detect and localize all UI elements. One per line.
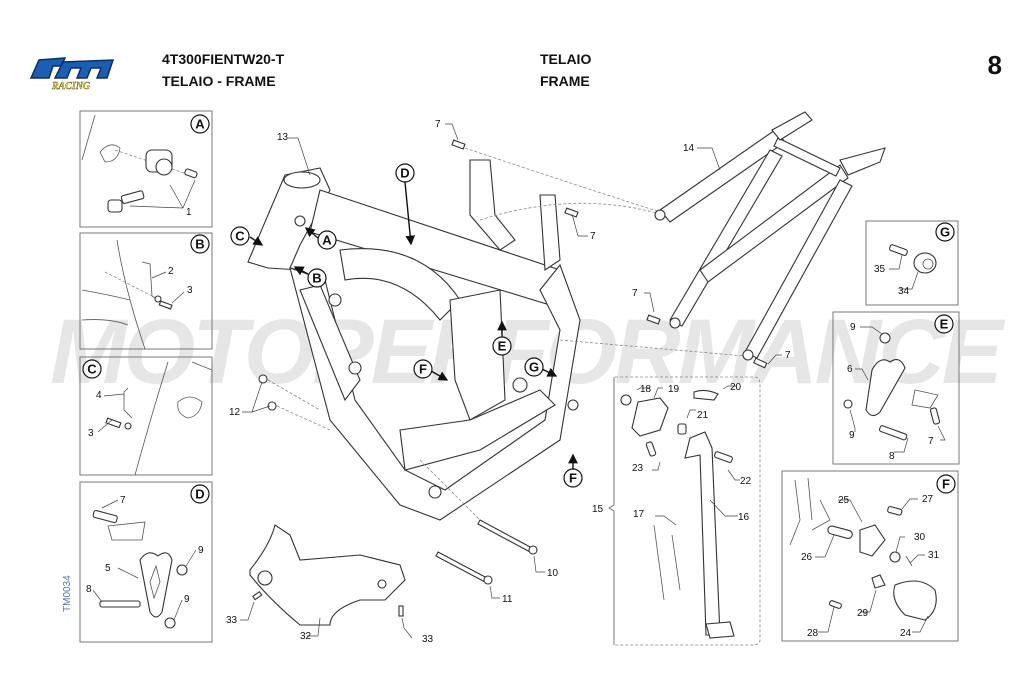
callout-6: 6	[847, 364, 853, 375]
callout-20: 20	[730, 382, 742, 393]
callout-9: 9	[198, 545, 204, 556]
side-stand-group: 15 18 19 20 21 22 23 16 17	[592, 376, 761, 646]
tm-racing-logo: RACING	[25, 52, 117, 94]
callout-7: 7	[120, 495, 126, 506]
callout-12: 12	[229, 407, 241, 418]
callout-7-sub-2: 7	[785, 350, 791, 361]
marker-c: C	[235, 229, 245, 244]
callout-8: 8	[86, 584, 92, 595]
page-number: 8	[987, 50, 1002, 80]
callout-7-sub-1: 7	[632, 288, 638, 299]
view-markers: C A B D E F G F	[230, 163, 583, 488]
callout-1: 1	[186, 207, 192, 218]
callout-4: 4	[96, 390, 102, 401]
marker-e: E	[498, 339, 507, 354]
svg-text:RACING: RACING	[51, 81, 91, 92]
callout-27: 27	[922, 494, 934, 505]
detail-g-label: G	[940, 225, 950, 240]
callout-34: 34	[898, 286, 910, 297]
detail-b-label: B	[195, 237, 204, 252]
marker-g: G	[529, 360, 539, 375]
marker-b: B	[312, 271, 321, 286]
callout-29: 29	[857, 608, 869, 619]
callout-26: 26	[801, 552, 813, 563]
detail-box-g: G 35 34	[865, 220, 959, 306]
callout-35: 35	[874, 264, 886, 275]
callout-2: 2	[168, 266, 174, 277]
callout-11: 11	[502, 594, 513, 605]
callout-14: 14	[683, 143, 695, 154]
callout-22: 22	[740, 476, 752, 487]
section-title-it: TELAIO	[540, 51, 592, 67]
marker-f: F	[419, 362, 427, 377]
main-frame: 13 7 7 12 10 11 33 32 33	[226, 119, 746, 645]
callout-32: 32	[300, 631, 312, 642]
callout-9-e2: 9	[849, 430, 855, 441]
callout-21: 21	[697, 410, 709, 421]
section-title: TELAIO - FRAME	[162, 73, 276, 89]
callout-33-right: 33	[422, 634, 434, 645]
marker-a: A	[322, 233, 332, 248]
header-section: TELAIO FRAME	[540, 48, 591, 92]
callout-15: 15	[592, 504, 604, 515]
callout-28: 28	[807, 628, 819, 639]
callout-24: 24	[900, 628, 912, 639]
callout-9-e1: 9	[850, 322, 856, 333]
section-title-en: FRAME	[540, 73, 590, 89]
callout-19: 19	[668, 384, 680, 395]
model-code: 4T300FIENTW20-T	[162, 51, 285, 67]
detail-d-label: D	[195, 487, 204, 502]
callout-7-top-2: 7	[590, 231, 596, 242]
detail-box-d: 7 5 9 8 9	[79, 481, 213, 643]
subframe: 14 7 7	[632, 111, 886, 369]
callout-8-e: 8	[889, 451, 895, 462]
callout-30: 30	[914, 532, 926, 543]
callout-9b: 9	[184, 594, 190, 605]
detail-c-label: C	[87, 362, 97, 377]
header-model: 4T300FIENTW20-T TELAIO - FRAME	[162, 48, 284, 92]
callout-16: 16	[738, 512, 750, 523]
callout-33-left: 33	[226, 615, 238, 626]
detail-box-c: 4 3	[79, 356, 213, 476]
marker-d: D	[400, 166, 409, 181]
callout-7-e: 7	[928, 436, 934, 447]
callout-31: 31	[928, 550, 940, 561]
detail-box-a: 1	[79, 110, 213, 228]
callout-13: 13	[277, 132, 289, 143]
detail-e-label: E	[940, 317, 949, 332]
callout-25: 25	[838, 495, 850, 506]
detail-box-e: E 9 6 9 8 7	[832, 311, 960, 465]
marker-f2: F	[569, 471, 577, 486]
detail-a-label: A	[195, 117, 205, 132]
detail-box-f: F 25 27 26 30 31 29 28 24	[781, 470, 959, 642]
callout-17: 17	[633, 509, 645, 520]
callout-18: 18	[640, 384, 652, 395]
callout-5: 5	[105, 563, 111, 574]
callout-3b: 3	[88, 428, 94, 439]
callout-10: 10	[547, 568, 559, 579]
callout-3: 3	[187, 285, 193, 296]
callout-23: 23	[632, 463, 644, 474]
detail-box-b: 2 3	[79, 232, 213, 350]
callout-7-top-1: 7	[435, 119, 441, 130]
detail-f-label: F	[942, 477, 950, 492]
